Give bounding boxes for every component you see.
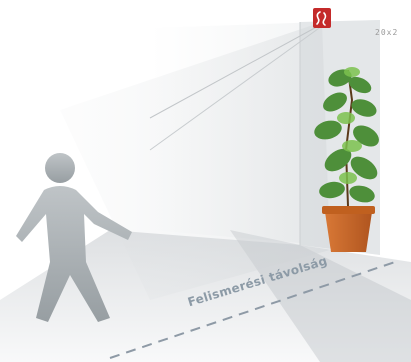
sensor-badge-text: 20x2 xyxy=(375,28,399,37)
person-figure xyxy=(16,153,132,322)
sensor-icon xyxy=(313,8,331,28)
potted-plant xyxy=(314,67,379,252)
